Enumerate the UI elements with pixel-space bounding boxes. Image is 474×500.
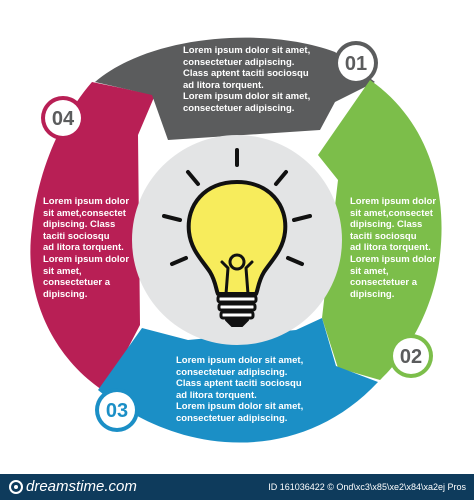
- brand: dreamstime.com: [8, 478, 137, 495]
- segment-03-arrow: [98, 318, 378, 443]
- badge-01-number: 01: [345, 53, 367, 75]
- image-id-credit: ID 161036422 © Ond\xc3\x85\xe2\x84\xa2ej…: [268, 482, 466, 492]
- stock-footer-bar: dreamstime.com ID 161036422 © Ond\xc3\x8…: [0, 474, 474, 500]
- cycle-diagram: 01 02 03 04: [30, 37, 442, 443]
- badge-04-number: 04: [52, 108, 75, 130]
- badge-03: 03: [95, 388, 139, 432]
- segment-02-arrow: [318, 80, 442, 380]
- segment-01-text: Lorem ipsum dolor sit amet, consectetuer…: [183, 45, 311, 114]
- segment-01-arrow: [95, 37, 375, 140]
- segment-04-text: Lorem ipsum dolor sit amet,consectet dip…: [43, 196, 130, 300]
- badge-04: 04: [41, 96, 85, 140]
- segment-02-text: Lorem ipsum dolor sit amet,consectet dip…: [350, 196, 437, 300]
- badge-03-number: 03: [106, 400, 128, 422]
- dreamstime-logo-icon: [9, 480, 23, 495]
- light-bulb-icon: [162, 148, 312, 327]
- badge-01: 01: [334, 41, 378, 85]
- segment-03-text: Lorem ipsum dolor sit amet, consectetuer…: [176, 355, 304, 424]
- segment-04-arrow: [30, 82, 155, 392]
- badge-02: 02: [389, 334, 433, 378]
- badge-02-number: 02: [400, 346, 422, 368]
- brand-name: dreamstime.com: [26, 478, 137, 495]
